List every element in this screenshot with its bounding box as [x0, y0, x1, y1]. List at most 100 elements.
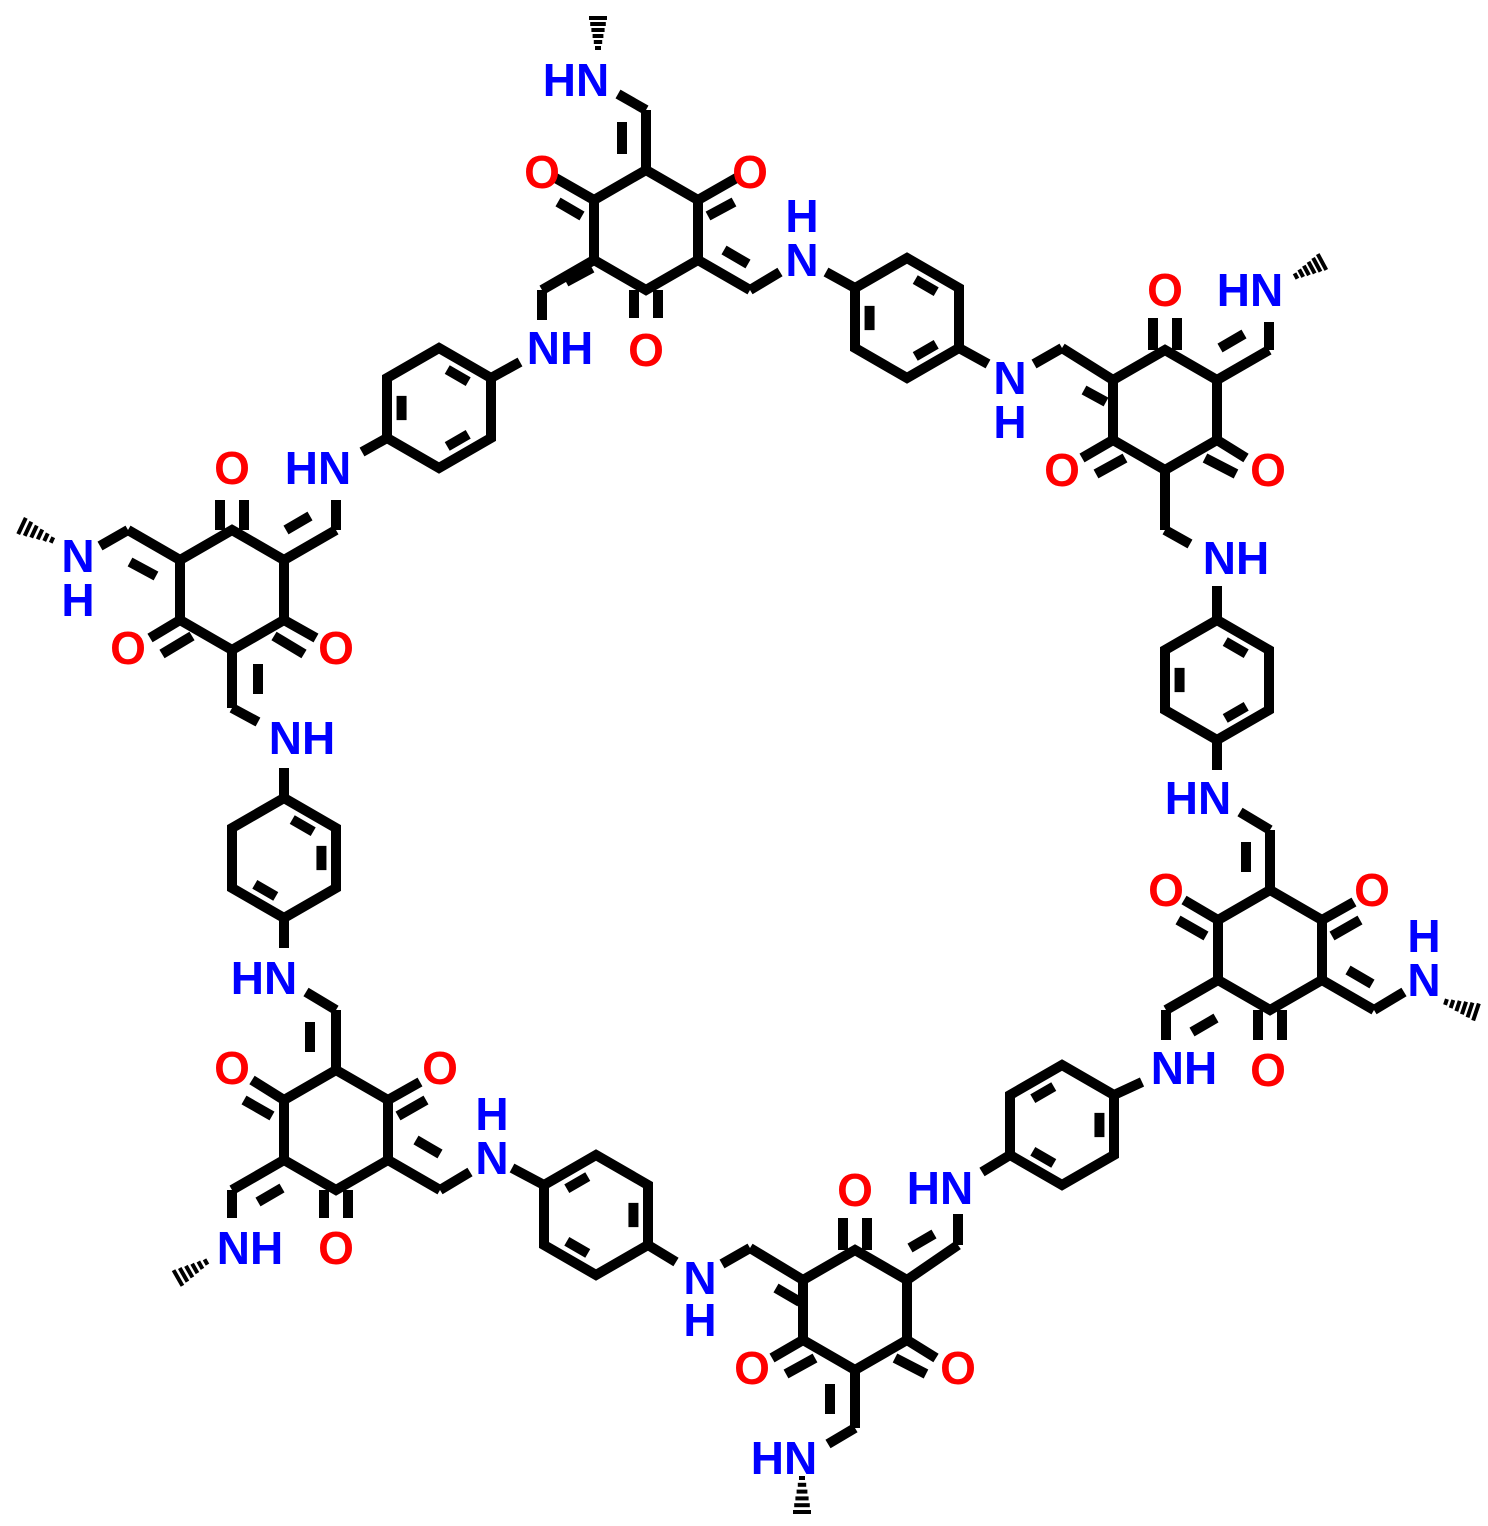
bond-line: [695, 171, 743, 205]
bond-line: [385, 1077, 423, 1105]
bond-line: [303, 987, 339, 1015]
nitrogen-atom-label: H: [61, 574, 94, 626]
double-bond-inner-line: [563, 263, 595, 287]
double-bond-inner-line: [413, 1135, 443, 1159]
nitrogen-atom-label: NH: [269, 712, 335, 764]
bond-line: [147, 615, 183, 643]
bond-line: [615, 89, 649, 115]
bond-line: [719, 1243, 753, 1269]
double-bond-inner-line: [283, 511, 313, 535]
bond-line: [281, 615, 319, 643]
chain-bonds: [97, 89, 1407, 1449]
hash-stroke: [171, 1269, 185, 1287]
bond-line: [1214, 435, 1249, 463]
bond-line: [539, 255, 597, 295]
hash-stroke: [42, 532, 50, 542]
nitrogen-atom-label: HN: [231, 952, 297, 1004]
bond-line: [1059, 343, 1116, 385]
oxygen-atom-label: O: [1354, 864, 1390, 916]
nitrogen-atom-label: HN: [751, 1432, 817, 1484]
aromatic-double-bond: [1030, 1147, 1057, 1168]
double-bond-inner-line: [907, 1229, 937, 1253]
nitrogen-atom-label: H: [683, 1294, 716, 1346]
hash-stroke: [1443, 998, 1449, 1006]
bond-line: [956, 343, 991, 369]
bond-line: [229, 703, 261, 727]
nitrogen-atom-label: NH: [217, 1222, 283, 1274]
aromatic-double-bond: [564, 1237, 591, 1258]
bond-line: [159, 631, 195, 659]
hash-stroke: [1460, 1001, 1468, 1015]
bond-line: [271, 631, 307, 659]
hash-stroke: [1465, 1001, 1475, 1019]
bond-line: [1111, 1077, 1145, 1100]
hash-stroke: [1306, 260, 1317, 275]
bond-line: [359, 433, 390, 457]
oxygen-atom-label: O: [940, 1342, 976, 1394]
core-lower-right-ring: [1213, 884, 1327, 1016]
bond-line: [1175, 915, 1209, 941]
bond-line: [385, 1155, 443, 1195]
oxygen-atom-label: O: [732, 146, 768, 198]
bond-line: [1202, 453, 1239, 479]
bond-line: [1329, 915, 1363, 941]
aromatic-double-bond: [1030, 1082, 1057, 1103]
hash-stroke: [35, 528, 45, 541]
oxygen-atom-label: O: [1148, 864, 1184, 916]
bond-line: [97, 525, 131, 551]
nitrogen-atom-label: HN: [543, 54, 609, 106]
hash-stroke: [184, 1264, 195, 1279]
bond-line: [509, 1163, 547, 1190]
nitrogen-atom-label: HN: [285, 442, 351, 494]
bond-line: [705, 197, 737, 221]
nitrogen-atom-label: NH: [1151, 1042, 1217, 1094]
hash-stroke: [190, 1262, 200, 1275]
oxygen-atom-label: O: [628, 324, 664, 376]
hash-stroke: [1448, 999, 1456, 1009]
aromatic-double-bond: [1222, 702, 1249, 723]
nitrogen-atom-label: HN: [1165, 772, 1231, 824]
aromatic-double-bond: [1222, 637, 1249, 658]
bond-line: [1214, 345, 1272, 385]
hash-stroke: [1297, 268, 1305, 278]
hash-stroke: [196, 1260, 205, 1270]
oxygen-atom-label: O: [1044, 444, 1080, 496]
oxygen-atom-label: O: [837, 1164, 873, 1216]
bond-line: [1371, 987, 1407, 1015]
nitrogen-atom-label: H: [475, 1088, 508, 1140]
core-upper-right-ring: [1108, 344, 1222, 476]
aromatic-double-bond: [912, 340, 939, 361]
nitrogen-atom-label: H: [785, 190, 818, 242]
hash-stroke: [1292, 272, 1300, 280]
bond-line: [249, 1075, 287, 1105]
bond-line: [488, 357, 523, 383]
bond-line: [549, 171, 597, 205]
hash-stroke: [22, 520, 34, 537]
bond-line: [904, 1240, 961, 1285]
nitrogen-atom-label: HN: [907, 1162, 973, 1214]
bond-line: [1319, 975, 1377, 1015]
nitrogen-atom-label: H: [1407, 910, 1440, 962]
aromatic-double-bond: [564, 1172, 591, 1193]
double-bond-inner-line: [1217, 329, 1247, 353]
bond-line: [979, 1150, 1013, 1177]
core-top-ring: [589, 164, 703, 296]
double-bond-inner-line: [255, 1183, 285, 1207]
nitrogen-atom-label: N: [993, 352, 1026, 404]
aromatic-double-bond: [912, 275, 939, 296]
bond-line: [229, 1155, 287, 1195]
oxygen-atom-label: O: [524, 146, 560, 198]
oxygen-atom-label: O: [1250, 1044, 1286, 1096]
nitrogen-atom-label: N: [683, 1252, 716, 1304]
core-bottom-ring: [798, 1244, 912, 1376]
hash-stroke: [1315, 253, 1329, 271]
hash-stroke: [177, 1267, 190, 1283]
nitrogen-atom-label: NH: [1203, 532, 1269, 584]
double-bond-inner-line: [1345, 965, 1375, 989]
bond-line: [1079, 435, 1116, 463]
hash-stroke: [202, 1258, 210, 1266]
nitrogen-atom-label: N: [61, 530, 94, 582]
